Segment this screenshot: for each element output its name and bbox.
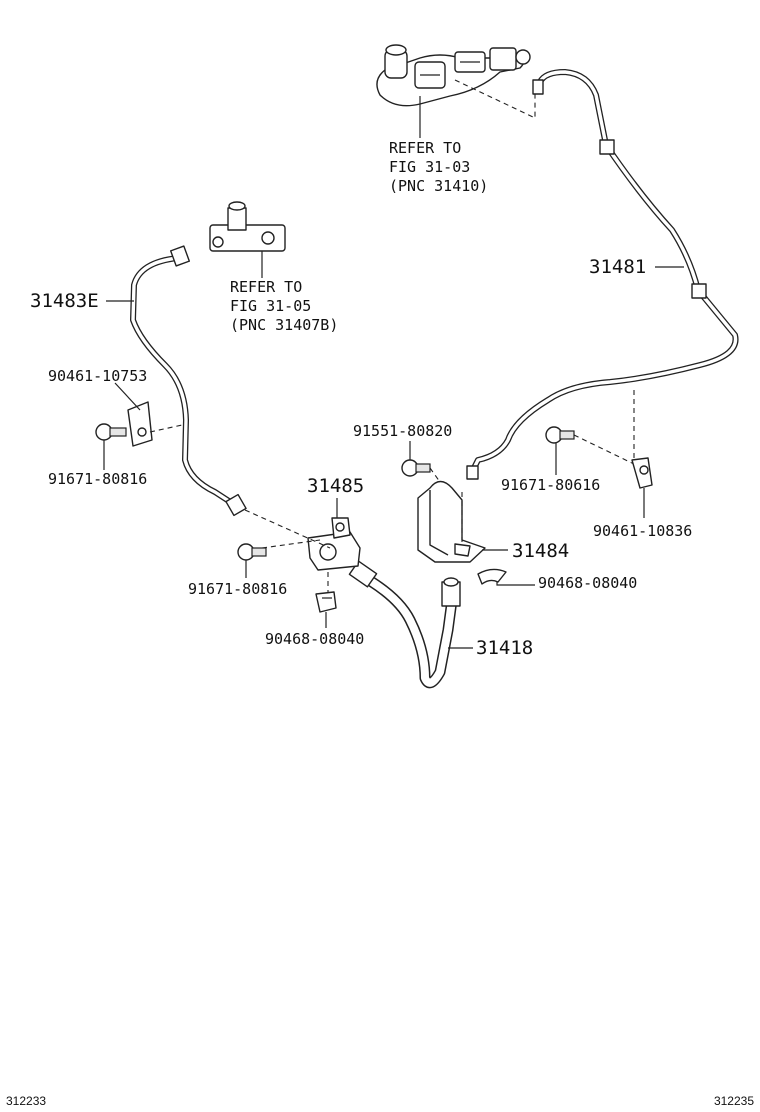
label-31483e: 31483E — [30, 290, 99, 312]
pipe-fitting-top — [532, 79, 544, 95]
refer-master-line-1: REFER TO — [389, 139, 461, 157]
hose-31418 — [348, 560, 461, 689]
clutch-master-cylinder — [376, 44, 531, 107]
pipe-clamp-90461-10753 — [127, 401, 153, 447]
pipe-31483e — [130, 245, 247, 517]
refer-master-line-3: (PNC 31410) — [389, 177, 488, 195]
label-91551-80820: 91551-80820 — [353, 422, 452, 440]
label-90461-10836: 90461-10836 — [593, 522, 692, 540]
refer-tee-line-2: FIG 31-05 — [230, 297, 311, 315]
pipe-31481 — [466, 69, 739, 480]
label-31485: 31485 — [307, 475, 364, 497]
footer-right-code: 312235 — [714, 1094, 754, 1108]
label-31484: 31484 — [512, 540, 569, 562]
pipe-fitting-bottom — [466, 465, 479, 480]
pipe-clamp-upper — [599, 139, 615, 155]
bolt-91551-80820 — [401, 459, 431, 477]
leader-90461-10753 — [114, 382, 141, 411]
pipe-tee-fitting — [209, 201, 286, 252]
label-31418: 31418 — [476, 637, 533, 659]
refer-tee-line-3: (PNC 31407B) — [230, 316, 338, 334]
leader-90468-08040-right — [496, 582, 535, 586]
pipe-clamp-90461-10836 — [631, 457, 653, 489]
pipe-clamp-lower — [691, 283, 707, 299]
label-90468-08040-right: 90468-08040 — [538, 574, 637, 592]
hose-bracket-31485 — [307, 517, 361, 571]
dash-master-to-pipe — [454, 79, 536, 119]
footer-left-code: 312233 — [6, 1094, 46, 1108]
hose-end-fitting-upper — [348, 560, 378, 588]
refer-master-line-2: FIG 31-03 — [389, 158, 470, 176]
bolt-91671-80616 — [545, 426, 575, 444]
pipe-fitting-tee — [169, 245, 191, 267]
clip-90468-08040-left — [315, 591, 337, 613]
label-31481: 31481 — [589, 256, 646, 278]
label-90468-08040-left: 90468-08040 — [265, 630, 364, 648]
bolt-91671-80816-upper — [95, 423, 127, 441]
label-90461-10753: 90461-10753 — [48, 367, 147, 385]
hose-bracket-31484 — [417, 480, 486, 563]
label-91671-80816-upper: 91671-80816 — [48, 470, 147, 488]
label-91671-80816-lower: 91671-80816 — [188, 580, 287, 598]
refer-tee-line-1: REFER TO — [230, 278, 302, 296]
label-91671-80616: 91671-80616 — [501, 476, 600, 494]
bolt-91671-80816-lower — [237, 543, 267, 561]
pipe-fitting-lower — [225, 493, 247, 517]
clip-90468-08040-right — [477, 568, 507, 585]
hose-fitting-cap — [443, 577, 459, 587]
